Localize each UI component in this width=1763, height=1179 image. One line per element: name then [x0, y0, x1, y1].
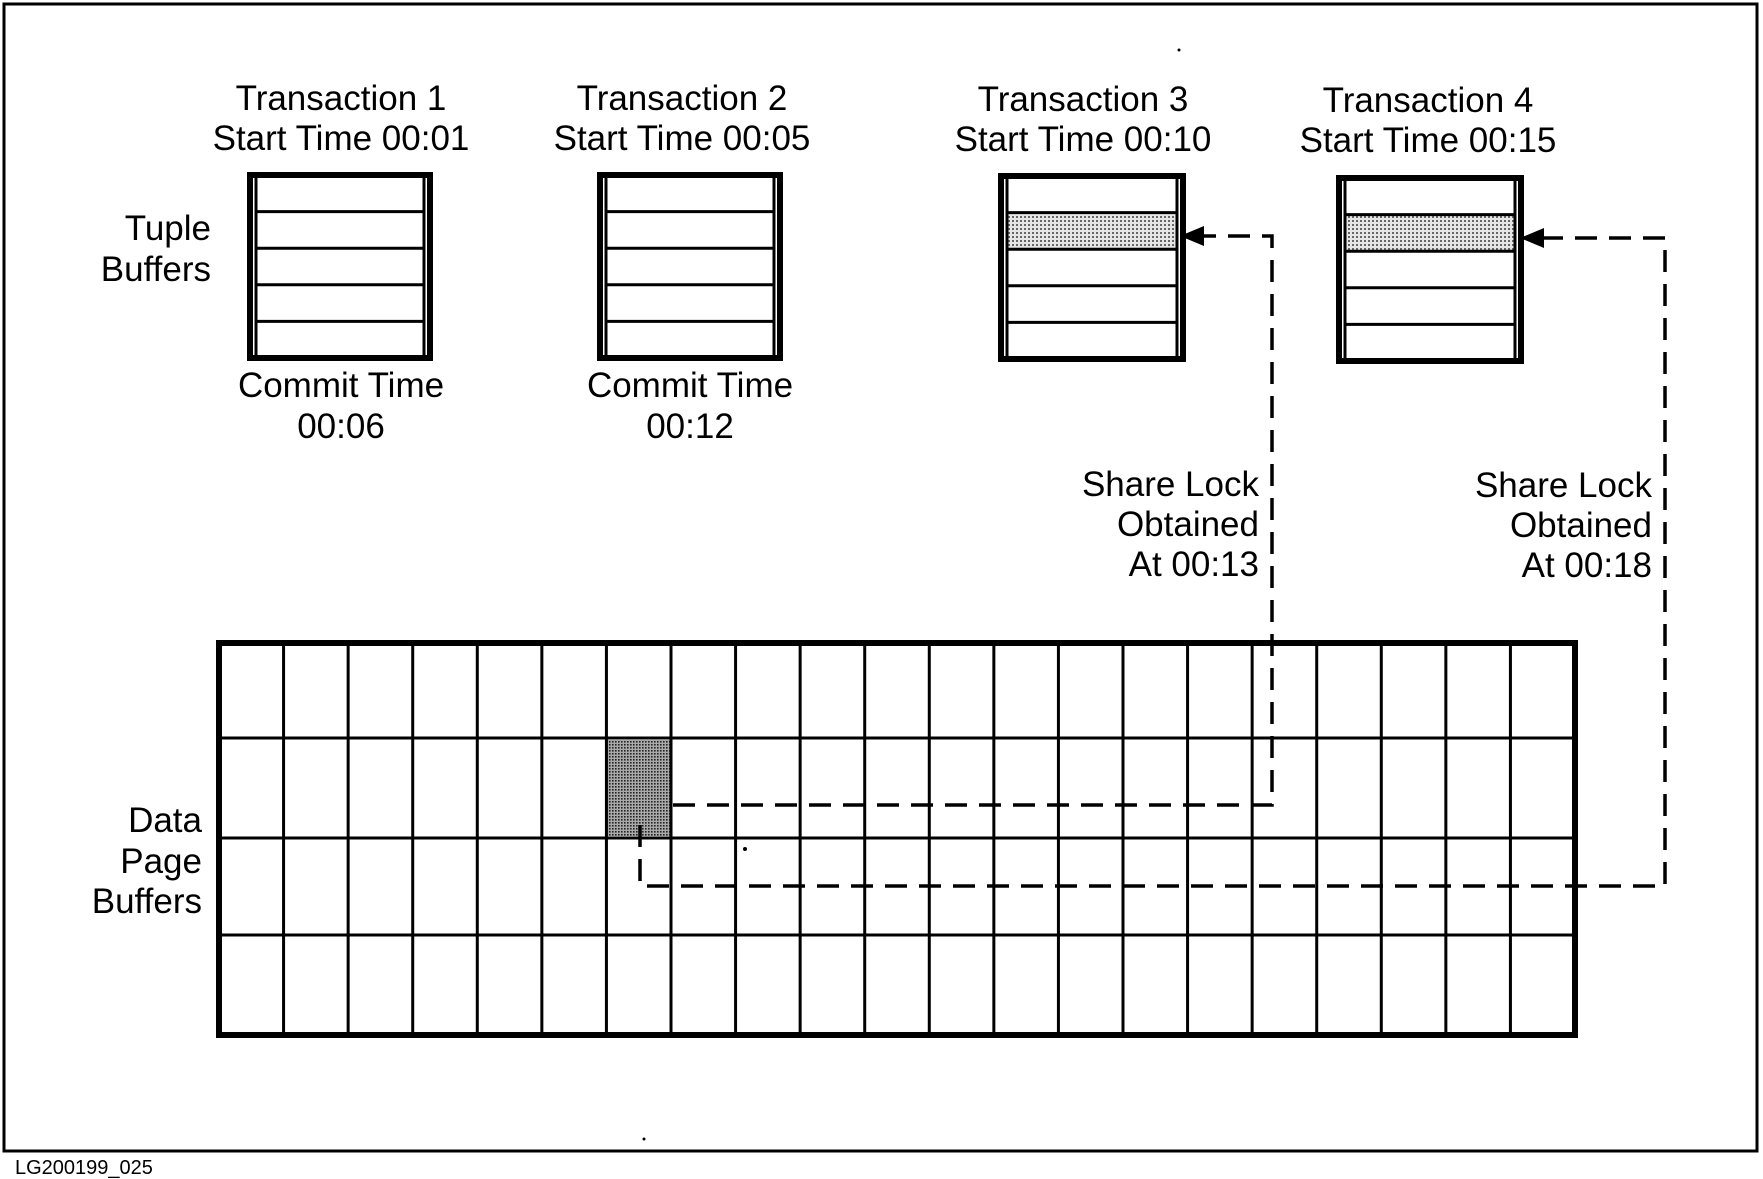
share-lock-1-line2: Obtained — [1117, 505, 1259, 544]
tuple-buffers-label-line2: Buffers — [101, 250, 211, 289]
arrowhead-transaction-3 — [1180, 226, 1204, 246]
speck-dot — [642, 1137, 646, 1141]
data-page-buffers-line3: Buffers — [92, 882, 202, 921]
speck-dot — [1177, 48, 1181, 52]
shaded-tuple-row — [1007, 212, 1177, 250]
transaction-2-header: Transaction 2 Start Time 00:05 — [554, 79, 811, 158]
transaction-1-header: Transaction 1 Start Time 00:01 — [213, 79, 470, 158]
data-page-buffers-line1: Data — [128, 801, 202, 840]
transaction-4-header: Transaction 4 Start Time 00:15 — [1300, 81, 1557, 160]
tuple-buffer-transaction-2 — [597, 172, 783, 361]
transaction-3-start: Start Time 00:10 — [955, 120, 1212, 159]
transaction-2-start: Start Time 00:05 — [554, 119, 811, 158]
share-lock-1-line1: Share Lock — [1082, 465, 1260, 504]
shaded-tuple-row — [1345, 214, 1515, 252]
lock-connectors — [638, 234, 1667, 888]
tuple-buffers-label-line1: Tuple — [125, 209, 211, 248]
transaction-4-title: Transaction 4 — [1323, 81, 1534, 120]
speck-dot — [743, 847, 747, 851]
transaction-3-title: Transaction 3 — [978, 80, 1189, 119]
share-lock-2-line2: Obtained — [1510, 506, 1652, 545]
figure-frame — [2, 2, 1759, 1153]
tuple-buffer-outline — [597, 172, 783, 361]
tuple-buffer-outline — [247, 172, 433, 361]
data-page-buffers-line2: Page — [120, 842, 202, 881]
share-lock-1-line3: At 00:13 — [1129, 545, 1259, 584]
tuple-buffer-transaction-1 — [247, 172, 433, 361]
tuple-buffer-outline — [998, 173, 1186, 362]
transaction-2-commit-time: 00:12 — [646, 407, 734, 446]
transaction-3-header: Transaction 3 Start Time 00:10 — [955, 80, 1212, 159]
figure-id: LG200199_025 — [15, 1157, 153, 1179]
tuple-buffer-transaction-4 — [1336, 175, 1524, 364]
shaded-data-cell — [606, 740, 671, 836]
transaction-2-commit-label: Commit Time — [587, 366, 793, 405]
transaction-1-title: Transaction 1 — [236, 79, 447, 118]
tuple-buffer-transaction-3 — [998, 173, 1186, 362]
lock-connector-transaction-3 — [673, 234, 1274, 807]
transaction-1-commit-time: 00:06 — [297, 407, 385, 446]
tuple-buffer-outline — [1336, 175, 1524, 364]
transaction-2-title: Transaction 2 — [577, 79, 788, 118]
transaction-4-start: Start Time 00:15 — [1300, 121, 1557, 160]
share-lock-2-line1: Share Lock — [1475, 466, 1653, 505]
transaction-1-start: Start Time 00:01 — [213, 119, 470, 158]
share-lock-label-2: Share Lock Obtained At 00:18 — [1475, 466, 1653, 585]
share-lock-2-line3: At 00:18 — [1522, 546, 1652, 585]
arrowhead-transaction-4 — [1520, 228, 1544, 248]
data-page-grid — [216, 640, 1578, 1038]
tuple-buffers — [247, 172, 1524, 364]
data-grid-outline — [216, 640, 1578, 1038]
lock-connector-transaction-4 — [638, 236, 1667, 888]
share-lock-label-1: Share Lock Obtained At 00:13 — [1082, 465, 1260, 584]
transaction-1-commit-label: Commit Time — [238, 366, 444, 405]
